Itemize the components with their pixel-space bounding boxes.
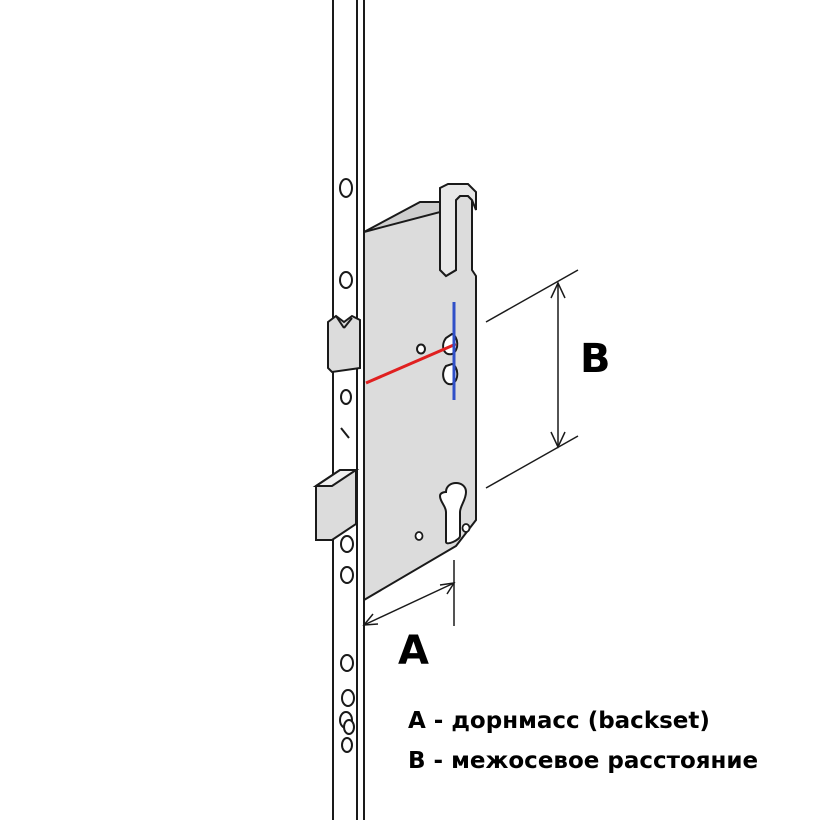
label-a: A [398, 628, 429, 674]
latch-bolt [327, 314, 361, 374]
faceplate-holes [339, 178, 355, 753]
cylinder-cutout [438, 482, 468, 545]
legend-a: A - дорнмасс (backset) [408, 708, 710, 734]
lock-case-tab [439, 183, 477, 278]
dimension-b-lines [485, 269, 579, 489]
backset-line [365, 342, 457, 385]
dead-bolt [312, 469, 360, 541]
dimension-a-lines [362, 560, 456, 626]
label-b: B [580, 336, 611, 382]
screw-holes [414, 523, 471, 541]
legend-b: B - межосевое расстояние [408, 748, 758, 774]
